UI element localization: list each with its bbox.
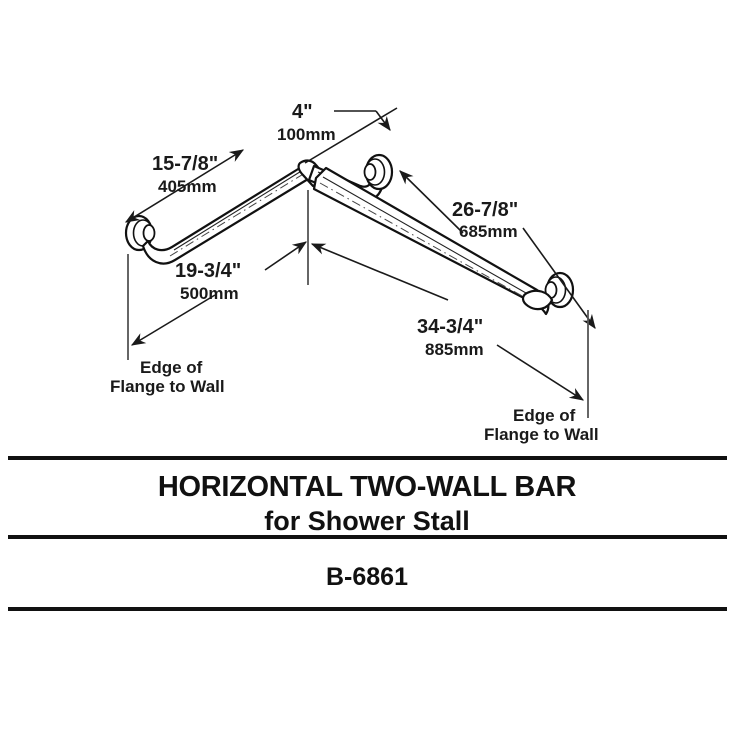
dimension-left-wall-run: 19-3/4" 500mm Edge of Flange to Wall	[110, 241, 307, 396]
left-note-line2: Flange to Wall	[110, 377, 225, 396]
page-title: HORIZONTAL TWO-WALL BAR	[158, 471, 577, 503]
dimension-left-arm-metric: 405mm	[158, 177, 217, 196]
right-arm-elbow	[521, 289, 554, 311]
left-note-line1: Edge of	[140, 358, 203, 377]
dimension-right-arm-metric: 685mm	[459, 222, 518, 241]
dimension-left-arm-inches: 15-7/8"	[152, 153, 218, 175]
right-arm-highlight	[322, 176, 534, 298]
dimension-left-arm: 15-7/8" 405mm	[124, 149, 245, 223]
dimension-short-top-inches: 4"	[292, 101, 313, 123]
page-subtitle: for Shower Stall	[264, 506, 470, 536]
dimension-short-top-metric: 100mm	[277, 125, 336, 144]
right-note-line2: Flange to Wall	[484, 425, 599, 444]
dimension-right-wall-run-metric: 885mm	[425, 340, 484, 359]
model-number: B-6861	[326, 563, 408, 591]
right-arm-tube	[312, 166, 550, 316]
title-block: HORIZONTAL TWO-WALL BAR for Shower Stall…	[8, 456, 727, 611]
dimension-short-top: 4" 100mm	[277, 101, 398, 164]
dimension-left-wall-run-inches: 19-3/4"	[175, 260, 241, 282]
dimension-right-arm-inches: 26-7/8"	[452, 199, 518, 221]
dimension-right-wall-run: 34-3/4" 885mm Edge of Flange to Wall	[310, 243, 599, 444]
right-arm-centerline	[319, 182, 534, 303]
upper-right-flange	[363, 153, 394, 191]
dimension-right-arm: 26-7/8" 685mm	[399, 170, 596, 329]
right-note-line1: Edge of	[513, 406, 576, 425]
right-flange	[544, 271, 575, 309]
dimension-left-wall-run-metric: 500mm	[180, 284, 239, 303]
dimension-right-wall-run-inches: 34-3/4"	[417, 316, 483, 338]
